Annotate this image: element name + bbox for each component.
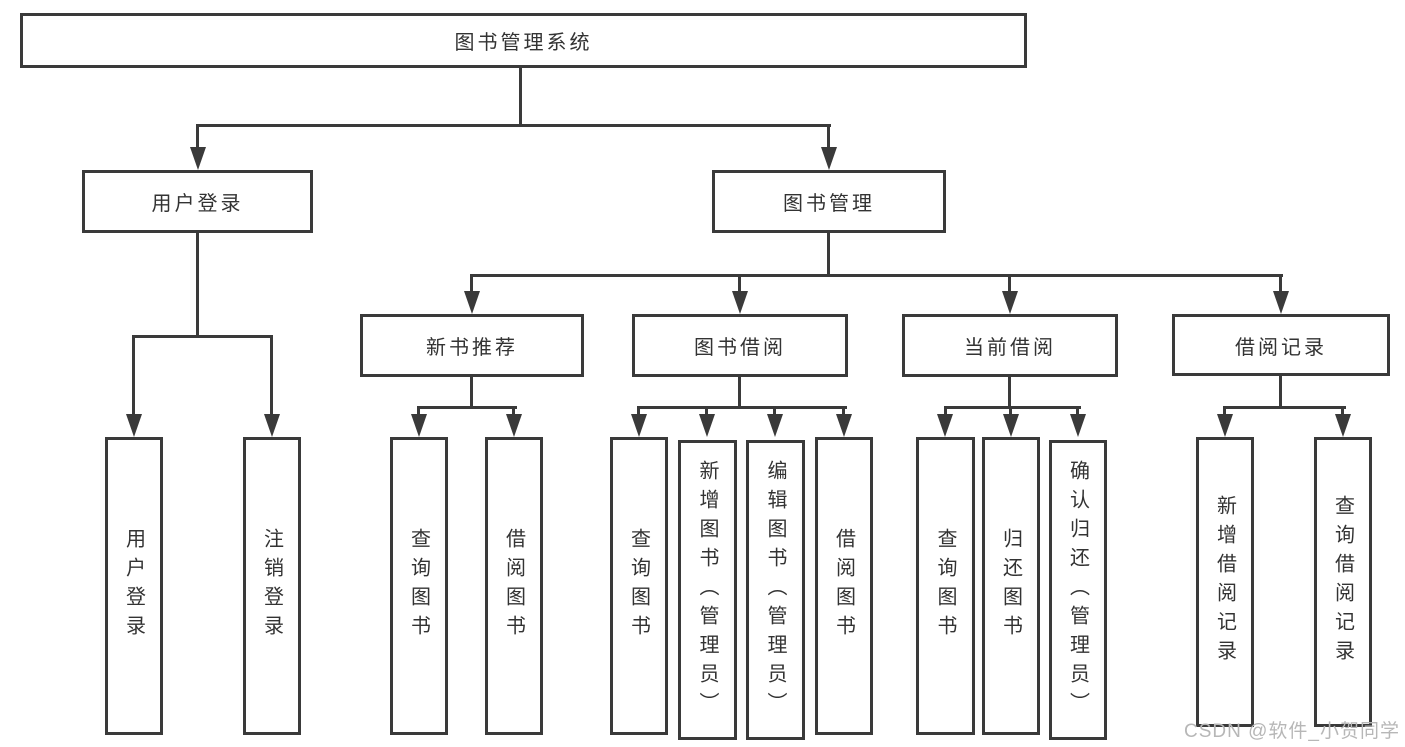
connector-g3-stem bbox=[738, 377, 741, 408]
connector-book-mgmt-stem bbox=[827, 124, 830, 149]
node-leaf-query-books-recommend: 查询图书 bbox=[390, 437, 448, 735]
node-user-login: 用户登录 bbox=[82, 170, 313, 233]
connector-borrow-records-stem bbox=[1279, 274, 1282, 294]
node-new-book-recommend-label: 新书推荐 bbox=[426, 337, 518, 359]
connector-g5-stem bbox=[1279, 376, 1282, 408]
connector-g4-leaf1-stem bbox=[944, 406, 947, 417]
connector-g4-stem bbox=[1008, 377, 1011, 408]
arrowhead-current-borrow-icon bbox=[1002, 291, 1018, 314]
node-user-login-label: 用户登录 bbox=[151, 193, 244, 215]
node-leaf-edit-books-admin-label: 编辑图书（管理员） bbox=[764, 459, 786, 721]
node-leaf-borrow-books-recommend-label: 借阅图书 bbox=[502, 528, 525, 644]
node-leaf-logout: 注销登录 bbox=[243, 437, 301, 735]
node-leaf-borrow-books-recommend: 借阅图书 bbox=[485, 437, 543, 735]
connector-g4-leaf3-stem bbox=[1076, 406, 1079, 417]
arrowhead-g1-leaf2-icon bbox=[264, 414, 280, 437]
node-book-borrowing: 图书借阅 bbox=[632, 314, 848, 377]
node-book-borrowing-label: 图书借阅 bbox=[694, 337, 786, 359]
connector-g3-leaf1-stem bbox=[637, 406, 640, 417]
connector-g3-leaf3-stem bbox=[773, 406, 776, 417]
node-leaf-query-books-borrow-label: 查询图书 bbox=[627, 528, 650, 644]
connector-g2-hline bbox=[417, 406, 517, 409]
connector-g5-leaf1-stem bbox=[1223, 406, 1226, 417]
node-leaf-confirm-return-admin: 确认归还（管理员） bbox=[1049, 440, 1107, 740]
connector-g4-hline bbox=[944, 406, 1081, 409]
arrowhead-g4-leaf3-icon bbox=[1070, 414, 1086, 437]
node-leaf-return-books: 归还图书 bbox=[982, 437, 1040, 735]
node-leaf-borrow-books: 借阅图书 bbox=[815, 437, 873, 735]
connector-g2-leaf1-stem bbox=[417, 406, 420, 417]
connector-g4-leaf2-stem bbox=[1009, 406, 1012, 417]
connector-root-hline bbox=[196, 124, 831, 127]
arrowhead-g4-leaf1-icon bbox=[937, 414, 953, 437]
node-leaf-edit-books-admin: 编辑图书（管理员） bbox=[746, 440, 805, 740]
connector-g5-hline bbox=[1223, 406, 1346, 409]
node-leaf-logout-label: 注销登录 bbox=[260, 528, 283, 644]
node-leaf-query-books-current: 查询图书 bbox=[916, 437, 975, 735]
arrowhead-book-mgmt-icon bbox=[821, 147, 837, 170]
csdn-watermark: CSDN @软件_小贺同学 bbox=[1184, 721, 1400, 742]
connector-g3-leaf4-stem bbox=[842, 406, 845, 417]
node-current-borrowing-label: 当前借阅 bbox=[964, 337, 1056, 359]
node-leaf-query-books-recommend-label: 查询图书 bbox=[407, 528, 430, 644]
arrowhead-book-borrow-icon bbox=[732, 291, 748, 314]
node-leaf-confirm-return-admin-label: 确认归还（管理员） bbox=[1066, 459, 1089, 721]
node-leaf-query-books-borrow: 查询图书 bbox=[610, 437, 668, 735]
connector-g3-hline bbox=[637, 406, 847, 409]
node-leaf-query-borrow-record-label: 查询借阅记录 bbox=[1331, 495, 1354, 669]
arrowhead-g2-leaf1-icon bbox=[411, 414, 427, 437]
arrowhead-new-books-icon bbox=[464, 291, 480, 314]
node-library-system-label: 图书管理系统 bbox=[454, 32, 593, 54]
node-leaf-return-books-label: 归还图书 bbox=[999, 528, 1022, 644]
connector-book-borrow-stem bbox=[738, 274, 741, 294]
connector-user-login-stem bbox=[196, 124, 199, 149]
arrowhead-g3-leaf4-icon bbox=[836, 414, 852, 437]
node-leaf-user-login-label: 用户登录 bbox=[122, 528, 145, 644]
connector-g1-leaf1-stem bbox=[132, 335, 135, 416]
node-current-borrowing: 当前借阅 bbox=[902, 314, 1118, 377]
connector-g3-leaf2-stem bbox=[705, 406, 708, 417]
connector-g1-hline bbox=[132, 335, 273, 338]
arrowhead-g3-leaf1-icon bbox=[631, 414, 647, 437]
arrowhead-borrow-records-icon bbox=[1273, 291, 1289, 314]
node-book-management: 图书管理 bbox=[712, 170, 946, 233]
arrowhead-g3-leaf3-icon bbox=[767, 414, 783, 437]
node-leaf-query-borrow-record: 查询借阅记录 bbox=[1314, 437, 1372, 727]
arrowhead-user-login-icon bbox=[190, 147, 206, 170]
arrowhead-g5-leaf1-icon bbox=[1217, 414, 1233, 437]
node-leaf-borrow-books-label: 借阅图书 bbox=[832, 528, 855, 644]
connector-g1-stem bbox=[196, 233, 199, 337]
arrowhead-g5-leaf2-icon bbox=[1335, 414, 1351, 437]
arrowhead-g1-leaf1-icon bbox=[126, 414, 142, 437]
node-borrowing-records: 借阅记录 bbox=[1172, 314, 1390, 376]
connector-current-borrow-stem bbox=[1008, 274, 1011, 294]
node-book-management-label: 图书管理 bbox=[783, 193, 875, 215]
node-library-system: 图书管理系统 bbox=[20, 13, 1027, 68]
connector-g2-stem bbox=[470, 377, 473, 408]
node-leaf-add-books-admin-label: 新增图书（管理员） bbox=[696, 459, 718, 721]
arrowhead-g3-leaf2-icon bbox=[699, 414, 715, 437]
node-leaf-user-login: 用户登录 bbox=[105, 437, 163, 735]
connector-root-stem bbox=[519, 68, 522, 124]
node-leaf-add-borrow-record: 新增借阅记录 bbox=[1196, 437, 1254, 727]
arrowhead-g2-leaf2-icon bbox=[506, 414, 522, 437]
node-borrowing-records-label: 借阅记录 bbox=[1235, 336, 1327, 359]
node-new-book-recommend: 新书推荐 bbox=[360, 314, 584, 377]
node-leaf-add-borrow-record-label: 新增借阅记录 bbox=[1213, 495, 1236, 669]
connector-g2-leaf2-stem bbox=[512, 406, 515, 417]
connector-l2-hline bbox=[470, 274, 1283, 277]
connector-new-books-stem bbox=[470, 274, 473, 294]
connector-g1-leaf2-stem bbox=[270, 335, 273, 416]
node-leaf-query-books-current-label: 查询图书 bbox=[934, 528, 956, 644]
node-leaf-add-books-admin: 新增图书（管理员） bbox=[678, 440, 737, 740]
connector-l2-stem bbox=[827, 233, 830, 277]
connector-g5-leaf2-stem bbox=[1341, 406, 1344, 417]
arrowhead-g4-leaf2-icon bbox=[1003, 414, 1019, 437]
